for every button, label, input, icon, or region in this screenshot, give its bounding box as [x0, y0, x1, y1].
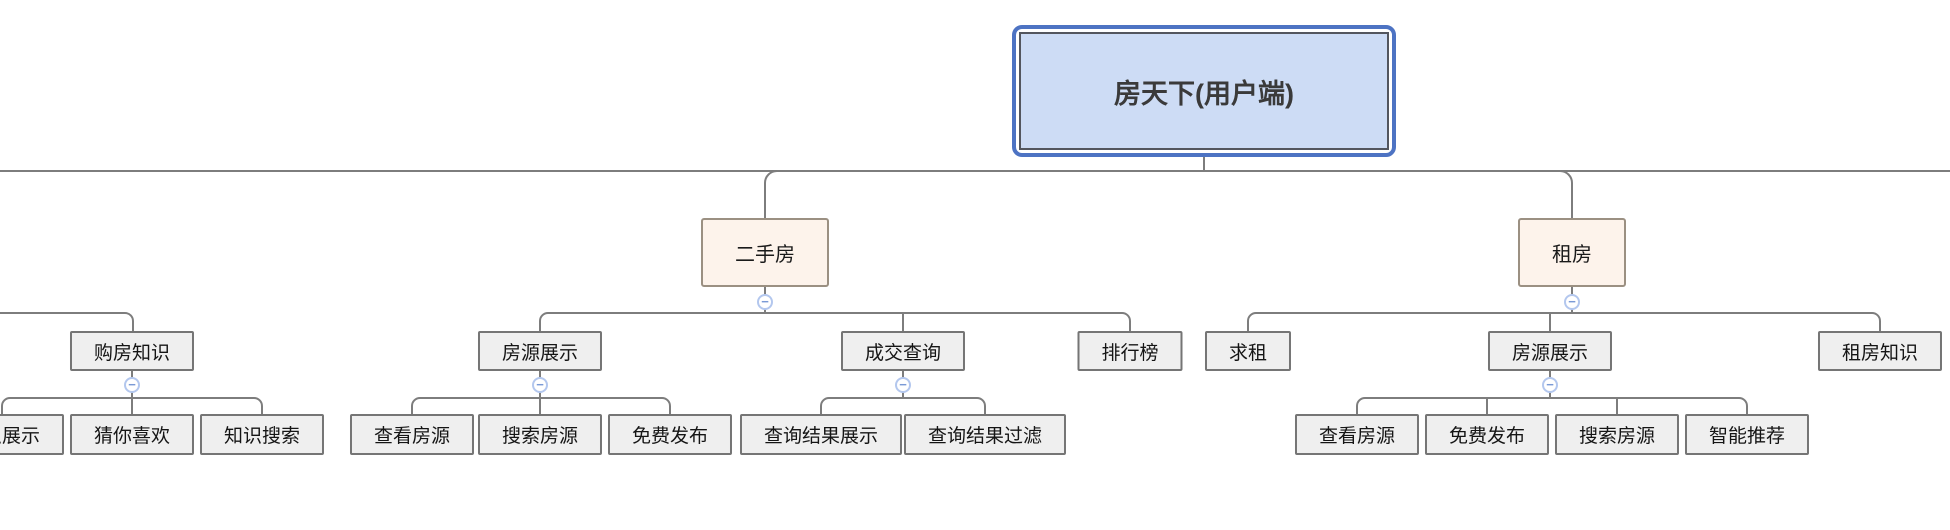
node-mianfei-fabu-left[interactable]: 免费发布 [607, 414, 733, 455]
minus-glyph: − [536, 377, 544, 392]
connector-fangyuanzhanshi-left-children-bus [411, 397, 671, 414]
node-cainixihuan[interactable]: 猜你喜欢 [69, 414, 195, 455]
node-chaxun-jieguo-zhanshi[interactable]: 查询结果展示 [739, 414, 903, 455]
collapse-minus-icon-ershoufang[interactable]: − [757, 294, 773, 310]
node-paihangbang[interactable]: 排行榜 [1077, 331, 1183, 371]
connector-level3-collapse-stubs [131, 371, 1551, 398]
collapse-minus-icon-chengjiao-chaxun[interactable]: − [895, 377, 911, 393]
connector-left-parent-bus [0, 312, 134, 331]
collapse-minus-icon-zufang[interactable]: − [1564, 294, 1580, 310]
node-fangyuan-zhanshi-left[interactable]: 房源展示 [477, 331, 603, 371]
node-fangyuan-zhanshi-right[interactable]: 房源展示 [1487, 331, 1613, 371]
minus-glyph: − [899, 377, 907, 392]
node-root-label: 房天下(用户端) [1019, 32, 1389, 150]
node-sousuo-fangyuan-right[interactable]: 搜索房源 [1554, 414, 1680, 455]
node-sousuo-fangyuan-left[interactable]: 搜索房源 [477, 414, 603, 455]
collapse-minus-icon-goufang-zhishi[interactable]: − [124, 377, 140, 393]
node-ershoufang[interactable]: 二手房 [701, 218, 829, 287]
connector-ershoufang-children-bus [539, 312, 1131, 331]
connector-zufang-children-bus [1247, 312, 1881, 331]
connector-goufangzhishi-children-bus [1, 397, 263, 414]
node-zhineng-tuijian[interactable]: 智能推荐 [1684, 414, 1810, 455]
minus-glyph: − [761, 294, 769, 309]
node-mianfei-fabu-right[interactable]: 免费发布 [1424, 414, 1550, 455]
node-chakan-fangyuan-right[interactable]: 查看房源 [1294, 414, 1420, 455]
node-zhishi-sousuo[interactable]: 知识搜索 [199, 414, 325, 455]
minus-glyph: − [1568, 294, 1576, 309]
node-chakan-fangyuan-left[interactable]: 查看房源 [349, 414, 475, 455]
node-qiuzu[interactable]: 求租 [1204, 331, 1292, 371]
node-zufang-zhishi[interactable]: 租房知识 [1817, 331, 1943, 371]
connector-chengjiaochaxun-children-bus [820, 397, 986, 414]
minus-glyph: − [128, 377, 136, 392]
node-chengjiao-chaxun[interactable]: 成交查询 [840, 331, 966, 371]
node-zufang[interactable]: 租房 [1518, 218, 1626, 287]
collapse-minus-icon-fangyuan-zhanshi-right[interactable]: − [1542, 377, 1558, 393]
node-root[interactable]: 房天下(用户端) [1012, 25, 1396, 157]
connector-fangyuanzhanshi-right-children-bus [1356, 397, 1748, 414]
collapse-minus-icon-fangyuan-zhanshi-left[interactable]: − [532, 377, 548, 393]
node-chaxun-jieguo-guolv[interactable]: 查询结果过滤 [903, 414, 1067, 455]
node-goufang-zhishi[interactable]: 购房知识 [69, 331, 195, 371]
minus-glyph: − [1546, 377, 1554, 392]
